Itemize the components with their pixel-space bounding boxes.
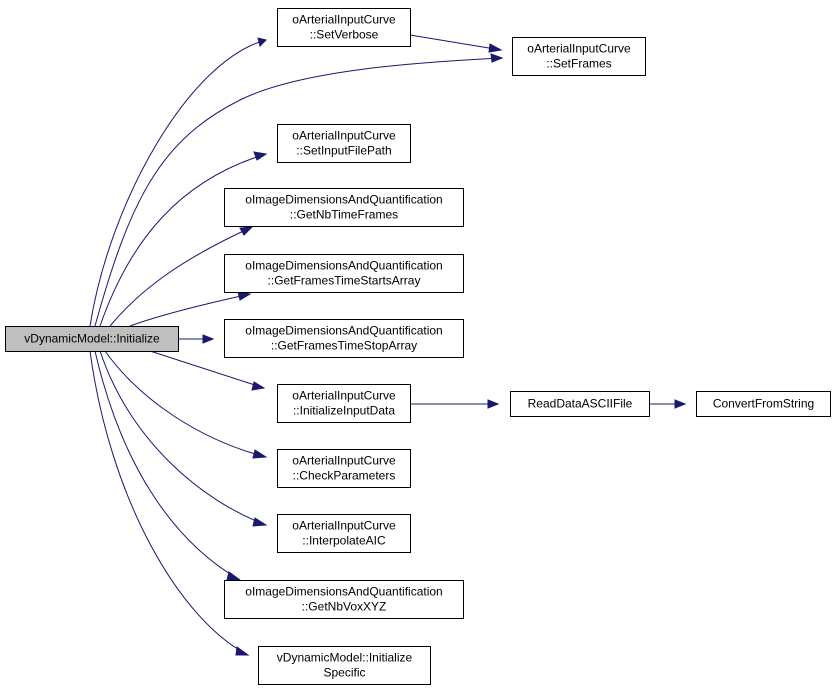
node-box bbox=[512, 37, 646, 76]
node-initializeinputdata[interactable]: oArterialInputCurve::InitializeInputData bbox=[277, 384, 411, 423]
node-box bbox=[277, 449, 411, 488]
node-box bbox=[277, 8, 411, 47]
edge-root-to-setframes bbox=[94, 53, 504, 327]
node-label-line: oArterialInputCurve bbox=[292, 389, 396, 403]
node-label-line: vDynamicModel::Initialize bbox=[24, 332, 160, 346]
edge-line bbox=[99, 153, 267, 327]
node-getnbtimeframes[interactable]: oImageDimensionsAndQuantification::GetNb… bbox=[224, 188, 464, 227]
edge-line bbox=[104, 350, 267, 458]
node-box bbox=[5, 326, 179, 352]
edge-line bbox=[89, 39, 267, 327]
node-setverbose[interactable]: oArterialInputCurve::SetVerbose bbox=[277, 8, 411, 47]
edge-line bbox=[94, 57, 503, 327]
edge-initializeinputdata-to-readdataascii bbox=[410, 399, 500, 409]
node-getframestimestarts[interactable]: oImageDimensionsAndQuantification::GetFr… bbox=[224, 254, 464, 293]
node-box bbox=[510, 391, 650, 417]
edges-layer bbox=[89, 34, 687, 656]
node-label-line: oArterialInputCurve bbox=[292, 129, 396, 143]
node-getframestimestop[interactable]: oImageDimensionsAndQuantification::GetFr… bbox=[224, 319, 464, 358]
node-label-line: oImageDimensionsAndQuantification bbox=[245, 324, 442, 338]
arrowhead bbox=[202, 334, 215, 344]
node-label-line: ::GetNbVoxXYZ bbox=[302, 600, 387, 614]
edge-root-to-getframestimestop bbox=[178, 334, 215, 344]
node-checkparameters[interactable]: oArterialInputCurve::CheckParameters bbox=[277, 449, 411, 488]
edge-root-to-setinputfilepath bbox=[99, 151, 268, 327]
edge-root-to-interpolateaic bbox=[99, 350, 268, 527]
node-label-line: ConvertFromString bbox=[713, 397, 814, 411]
node-label-line: oImageDimensionsAndQuantification bbox=[245, 193, 442, 207]
arrowhead bbox=[235, 646, 250, 656]
node-label-line: oArterialInputCurve bbox=[527, 42, 631, 56]
arrowhead bbox=[488, 43, 503, 53]
node-box bbox=[277, 124, 411, 163]
node-label-line: ::InitializeInputData bbox=[293, 404, 395, 418]
node-label-line: oArterialInputCurve bbox=[292, 454, 396, 468]
node-label-line: oArterialInputCurve bbox=[292, 13, 396, 27]
edge-setverbose-to-setframes bbox=[409, 34, 503, 53]
arrowhead bbox=[237, 291, 252, 301]
node-label-line: ::SetVerbose bbox=[310, 28, 379, 42]
node-label-line: ::CheckParameters bbox=[293, 469, 396, 483]
edge-line bbox=[94, 350, 241, 581]
node-readdataascii[interactable]: ReadDataASCIIFile bbox=[510, 391, 650, 417]
node-box bbox=[224, 319, 464, 358]
node-label-line: ::GetFramesTimeStartsArray bbox=[268, 274, 421, 288]
edge-line bbox=[99, 350, 267, 526]
edge-root-to-initializespecific bbox=[89, 350, 250, 656]
node-box bbox=[224, 254, 464, 293]
node-getnbvoxxyz[interactable]: oImageDimensionsAndQuantification::GetNb… bbox=[224, 580, 464, 619]
edge-line bbox=[89, 350, 249, 656]
node-label-line: ::GetFramesTimeStopArray bbox=[271, 339, 417, 353]
node-setinputfilepath[interactable]: oArterialInputCurve::SetInputFilePath bbox=[277, 124, 411, 163]
edge-line bbox=[149, 350, 265, 389]
edge-line bbox=[109, 226, 253, 327]
arrowhead bbox=[487, 399, 500, 409]
node-label-line: ::SetInputFilePath bbox=[296, 144, 391, 158]
node-box bbox=[277, 384, 411, 423]
node-label-line: ::SetFrames bbox=[546, 57, 611, 71]
edge-root-to-getnbtimeframes bbox=[109, 226, 254, 327]
edge-line bbox=[129, 293, 251, 327]
node-label-line: oImageDimensionsAndQuantification bbox=[245, 259, 442, 273]
node-interpolateaic[interactable]: oArterialInputCurve::InterpolateAIC bbox=[277, 514, 411, 553]
arrowhead bbox=[253, 151, 268, 161]
node-root[interactable]: vDynamicModel::Initialize bbox=[5, 326, 179, 352]
edge-readdataascii-to-convertfromstring bbox=[649, 399, 687, 409]
edge-root-to-initializeinputdata bbox=[149, 350, 266, 391]
node-box bbox=[224, 580, 464, 619]
arrowhead bbox=[257, 37, 267, 47]
node-label-line: Specific bbox=[323, 666, 365, 680]
arrowhead bbox=[252, 517, 268, 527]
nodes-layer: vDynamicModel::InitializeoArterialInputC… bbox=[5, 8, 831, 685]
node-label-line: oImageDimensionsAndQuantification bbox=[245, 585, 442, 599]
arrowhead bbox=[251, 381, 266, 391]
node-box bbox=[277, 514, 411, 553]
node-box bbox=[696, 391, 831, 417]
node-setframes[interactable]: oArterialInputCurve::SetFrames bbox=[512, 37, 646, 76]
node-box bbox=[224, 188, 464, 227]
node-label-line: oArterialInputCurve bbox=[292, 519, 396, 533]
arrowhead bbox=[252, 449, 268, 459]
node-label-line: ReadDataASCIIFile bbox=[528, 397, 633, 411]
node-label-line: vDynamicModel::Initialize bbox=[277, 651, 413, 665]
edge-root-to-checkparameters bbox=[104, 350, 268, 459]
node-convertfromstring[interactable]: ConvertFromString bbox=[696, 391, 831, 417]
node-label-line: ::GetNbTimeFrames bbox=[290, 208, 398, 222]
arrowhead bbox=[674, 399, 687, 409]
node-label-line: ::InterpolateAIC bbox=[302, 534, 386, 548]
edge-root-to-setverbose bbox=[89, 37, 267, 327]
node-box bbox=[258, 646, 431, 685]
edge-line bbox=[409, 34, 502, 51]
arrowhead bbox=[226, 571, 242, 581]
arrowhead bbox=[239, 226, 254, 236]
arrowhead bbox=[490, 53, 504, 63]
